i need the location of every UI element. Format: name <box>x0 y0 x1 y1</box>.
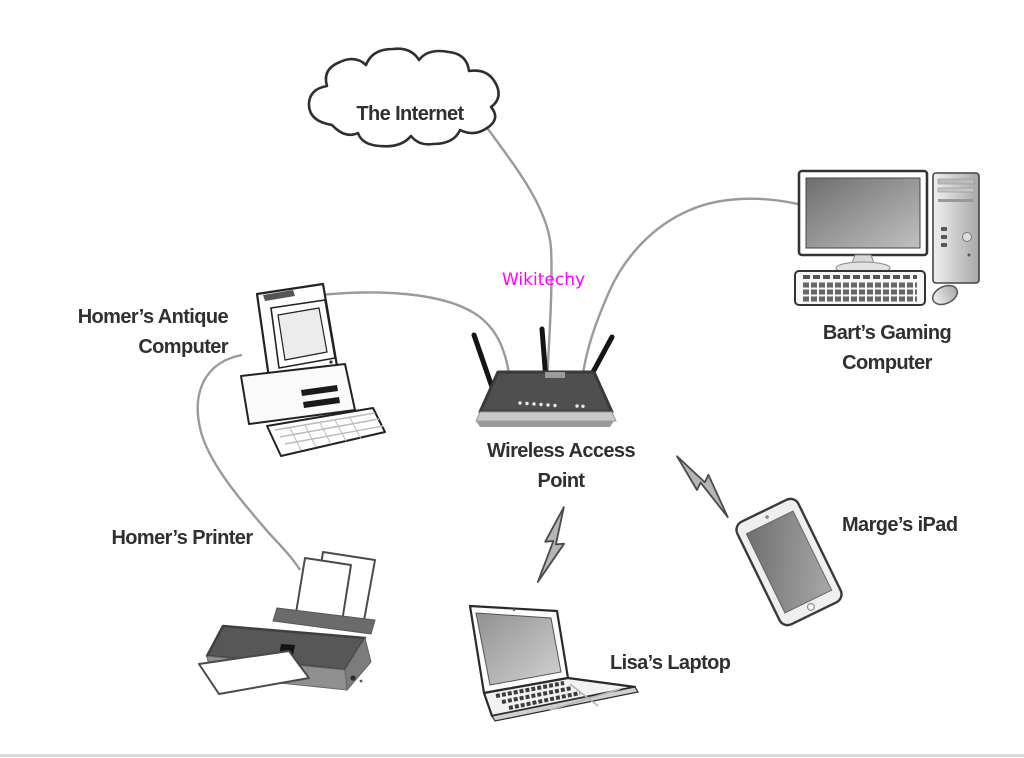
lisa-laptop-label: Lisa’s Laptop <box>610 652 731 674</box>
bart-computer <box>793 165 993 325</box>
crt-screen <box>277 307 328 361</box>
crt-monitor-vent <box>263 290 295 301</box>
crt-keyboard-rows <box>274 412 384 445</box>
bart-computer-label-line1: Bart’s Gaming <box>822 322 952 344</box>
tablet-home-button <box>806 602 815 611</box>
wap-label-line1: Wireless Access <box>487 440 636 462</box>
wap-label: Wireless Access Point <box>471 436 651 496</box>
homer-computer-label-line1: Homer’s Antique <box>77 306 229 328</box>
wire-bart-computer-to-wap <box>578 197 821 397</box>
bart-computer-label: Bart’s Gaming Computer <box>798 318 976 378</box>
internet-cloud <box>300 45 512 163</box>
marge-ipad <box>719 482 859 642</box>
tower-drive-bay-2 <box>937 187 975 193</box>
printer-feeder <box>272 607 376 635</box>
mouse <box>931 284 959 306</box>
tower-drive-slot <box>938 199 974 202</box>
homer-computer <box>205 278 405 478</box>
lisa-laptop <box>452 592 647 727</box>
crt-keyboard <box>266 407 386 457</box>
wire-internet-to-wap <box>479 117 553 399</box>
cloud-shape <box>307 47 500 148</box>
crt-drive-slot-1 <box>301 385 338 396</box>
tower-button-1 <box>941 227 947 231</box>
router-led-row <box>518 401 585 408</box>
wireless-access-point <box>462 325 632 435</box>
router-brand-chip <box>545 372 565 378</box>
homer-computer-label-line2: Computer <box>138 336 228 358</box>
watermark-text: Wikitechy <box>502 270 586 290</box>
crt-keyboard-columns <box>289 417 362 451</box>
tablet-screen <box>745 510 833 614</box>
homer-computer-label: Homer’s Antique Computer <box>38 302 229 362</box>
wire-homer-computer-to-wap <box>319 291 514 397</box>
image-bottom-edge <box>0 754 1024 757</box>
keyboard-key-rows <box>803 282 917 302</box>
laptop-screen <box>475 612 562 686</box>
tablet-camera <box>765 515 769 519</box>
printer-output-paper <box>198 650 310 695</box>
laptop-palmrest-lines <box>549 683 621 711</box>
tower-power-button <box>962 232 972 242</box>
router-antenna-left <box>471 332 495 390</box>
wireless-bolt-wap-to-laptop <box>536 506 566 583</box>
wire-homer-computer-to-printer <box>196 353 302 571</box>
tower-button-3 <box>941 243 947 247</box>
laptop-keyboard-rows <box>495 681 581 710</box>
router-base <box>475 411 617 422</box>
router-base-shadow <box>476 421 614 427</box>
tower-button-2 <box>941 235 947 239</box>
marge-ipad-label: Marge’s iPad <box>842 514 958 536</box>
homer-printer <box>193 548 393 708</box>
bart-computer-label-line2: Computer <box>842 352 932 374</box>
crt-power-dot <box>329 360 333 364</box>
printer-led <box>359 679 363 683</box>
internet-label: The Internet <box>356 103 464 125</box>
laptop-webcam <box>512 608 516 612</box>
tower-drive-bay-1 <box>937 178 975 185</box>
wap-label-line2: Point <box>537 470 586 492</box>
tower-led <box>967 253 971 257</box>
crt-desktop-unit <box>240 363 356 425</box>
crt-drive-slot-2 <box>303 397 340 408</box>
homer-printer-label: Homer’s Printer <box>111 527 253 549</box>
printer-power-button <box>350 675 356 681</box>
monitor-screen <box>805 177 921 249</box>
wireless-bolt-wap-to-ipad <box>676 455 729 519</box>
